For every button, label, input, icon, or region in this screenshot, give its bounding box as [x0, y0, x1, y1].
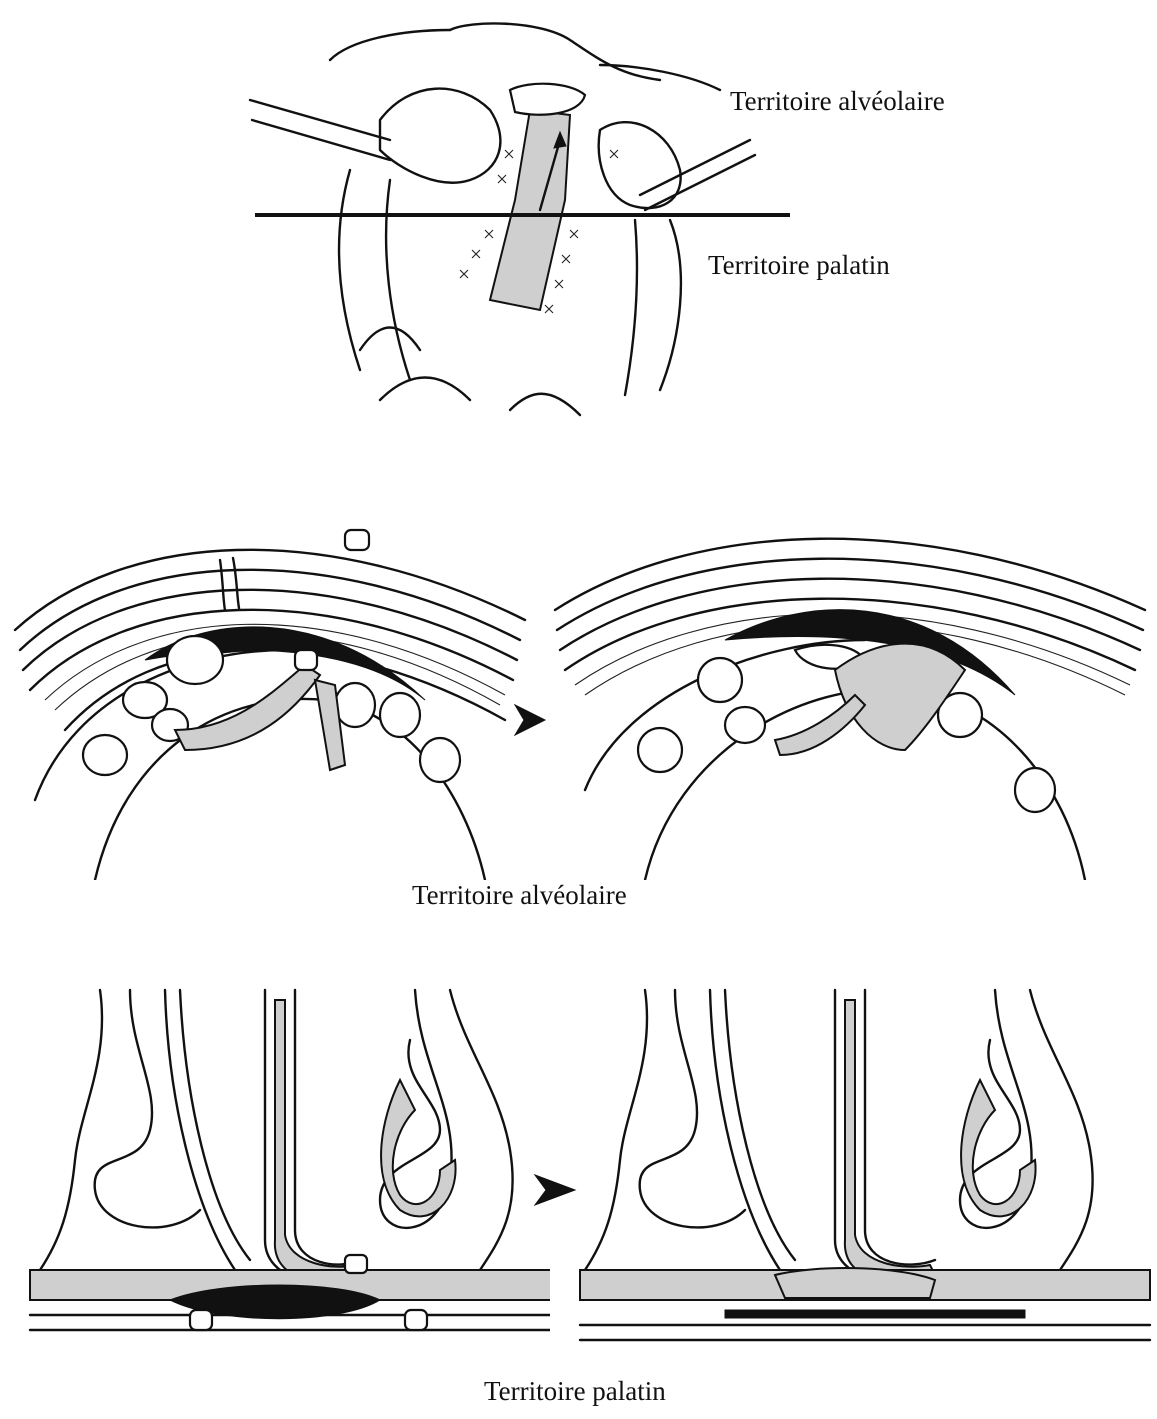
alveolar-section-after	[545, 500, 1155, 880]
transition-arrow-bottom	[530, 1170, 580, 1210]
middle-caption: Territoire alvéolaire	[412, 880, 627, 911]
top-label-alveolar: Territoire alvéolaire	[730, 86, 945, 117]
alveolar-section-before	[5, 500, 535, 880]
top-label-palatal: Territoire palatin	[708, 250, 890, 281]
palatal-section-before	[20, 980, 550, 1360]
transition-arrow-middle	[510, 700, 550, 740]
palate-overview-drawing	[240, 20, 800, 420]
palatal-section-after	[575, 980, 1155, 1360]
top-overview-panel	[240, 20, 800, 420]
bottom-caption: Territoire palatin	[484, 1376, 666, 1407]
healed-palate	[775, 1268, 935, 1298]
